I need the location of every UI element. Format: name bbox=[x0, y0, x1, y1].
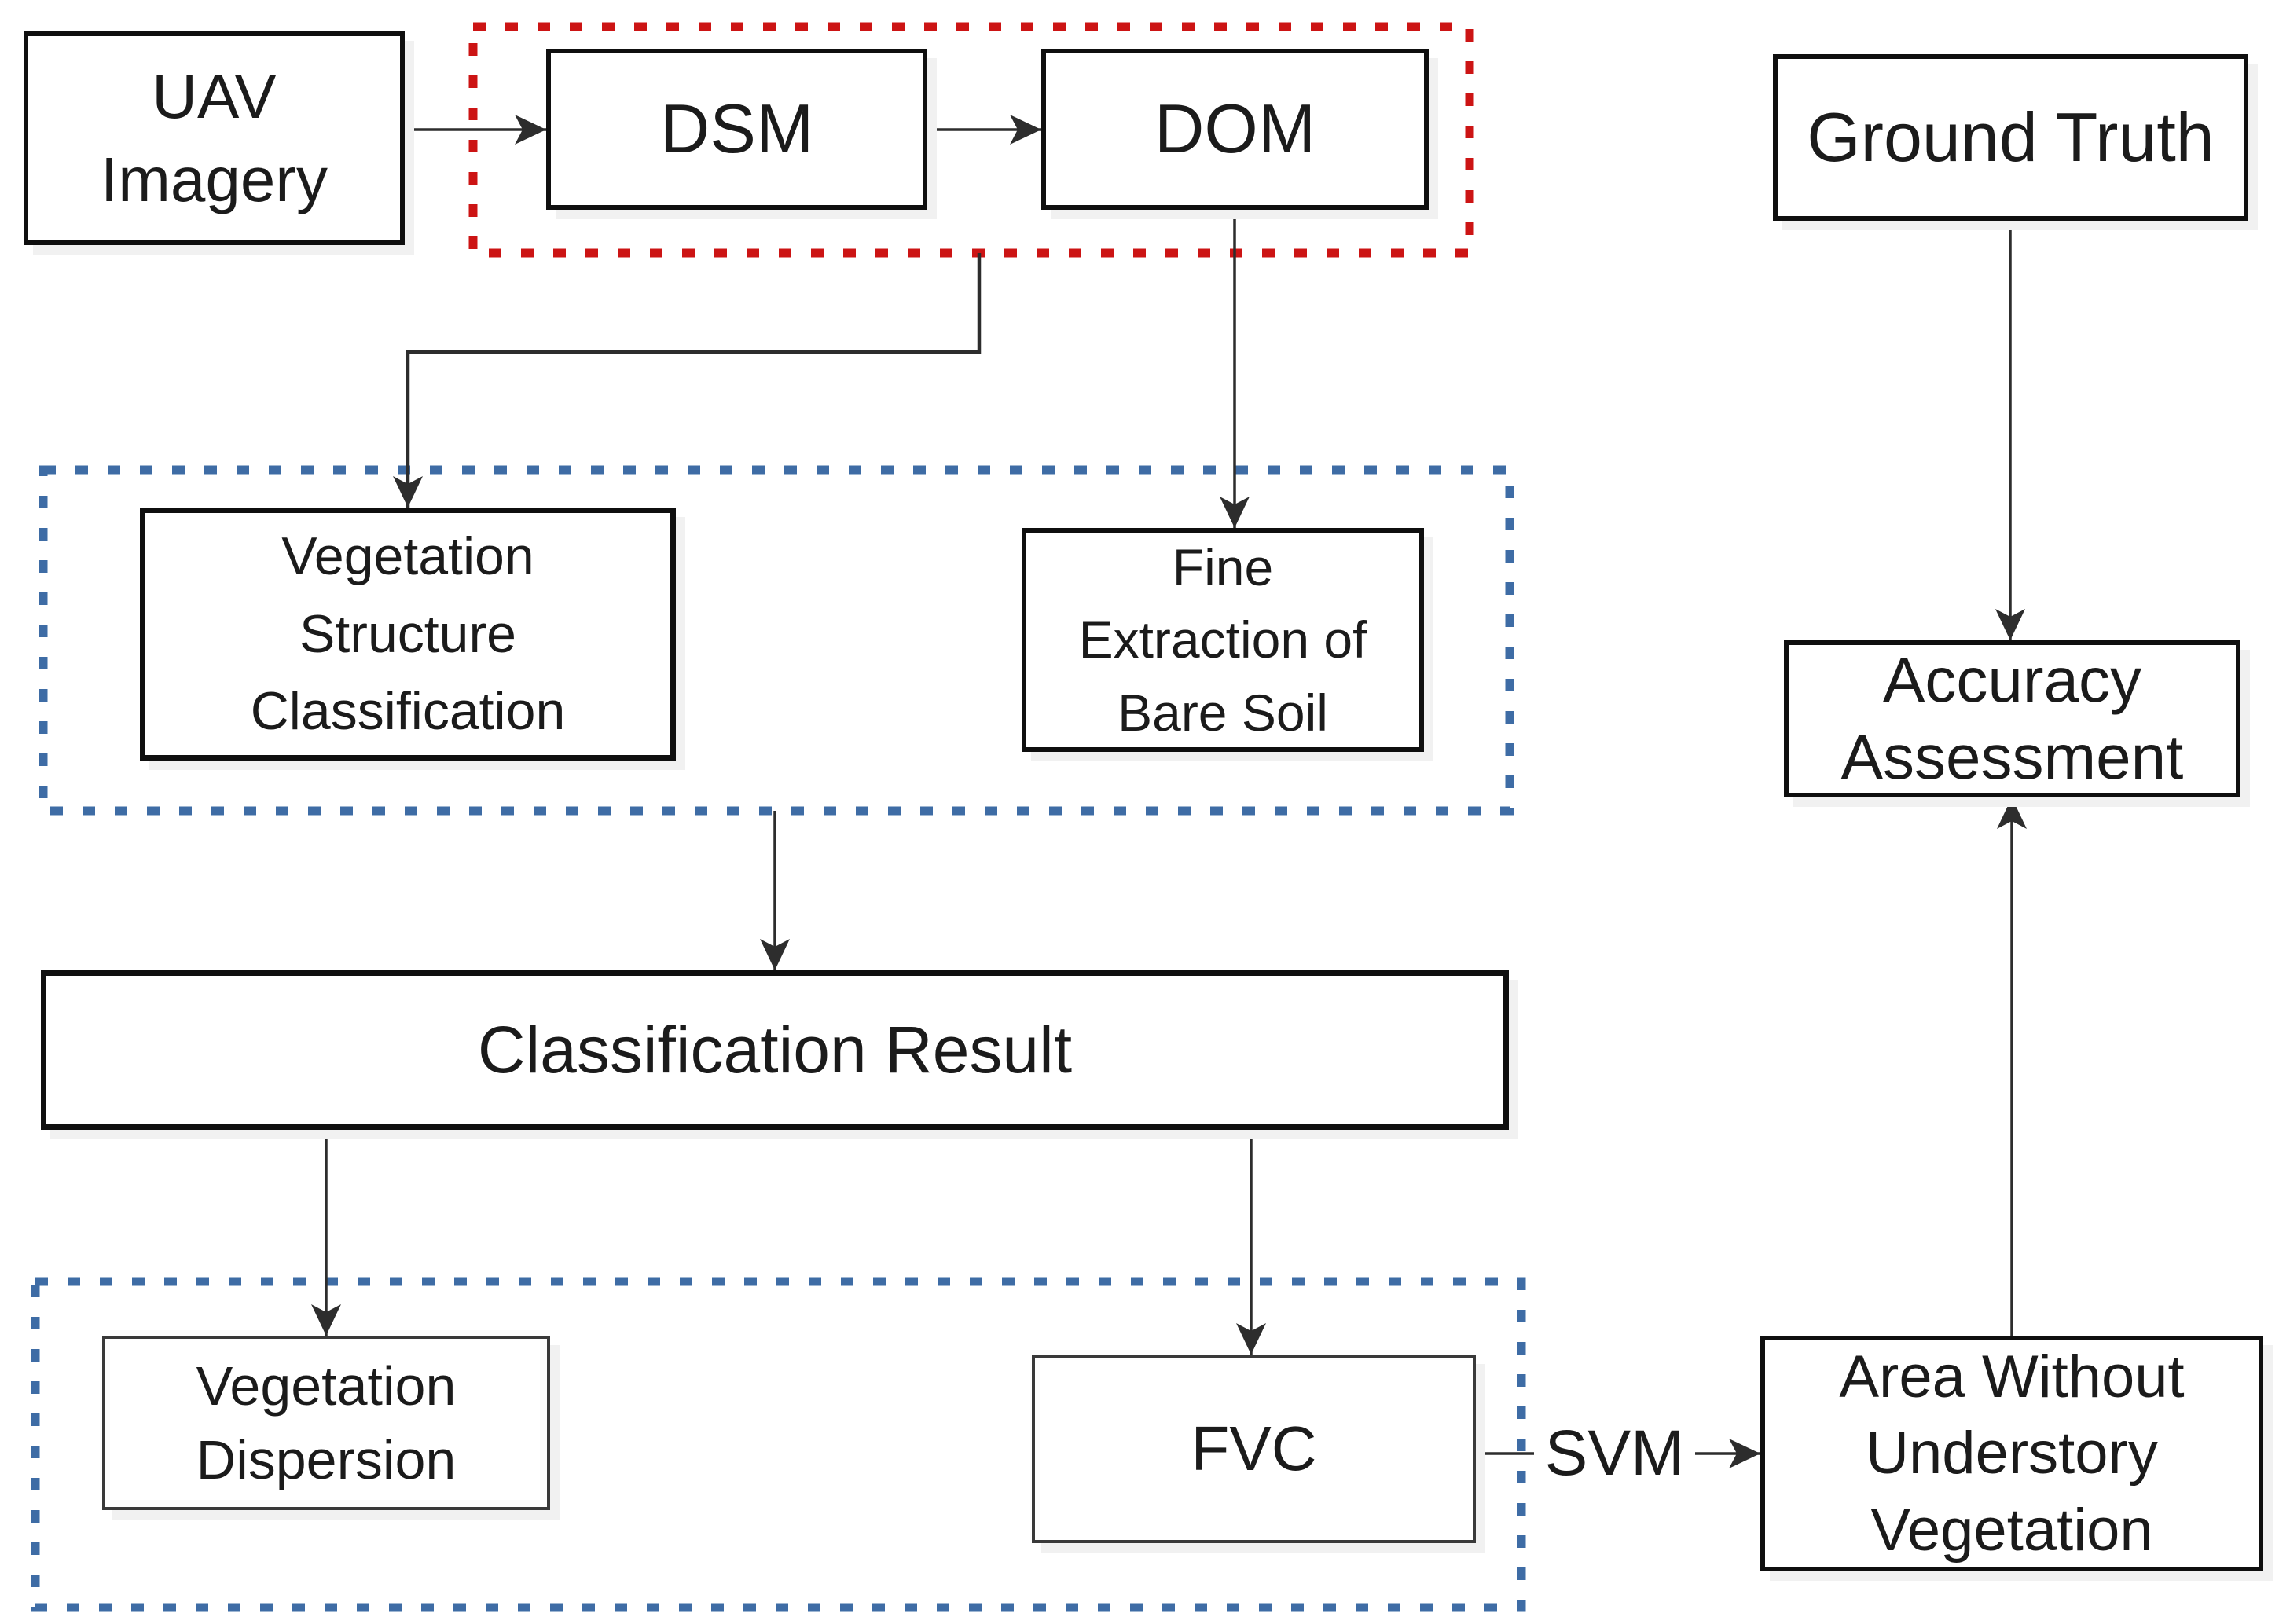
node-label: Area Without Understory Vegetation bbox=[1839, 1344, 2185, 1564]
node-vegetation-structure-classification: Vegetation Structure Classification bbox=[140, 508, 676, 761]
node-label: Vegetation Structure Classification bbox=[250, 526, 566, 742]
svm-edge-label: SVM bbox=[1534, 1402, 1695, 1505]
node-ground-truth: Ground Truth bbox=[1773, 54, 2248, 221]
connector-group-to-vegetation-structure-classification bbox=[393, 253, 982, 508]
node-label: Vegetation Dispersion bbox=[196, 1355, 457, 1491]
node-label: DSM bbox=[659, 90, 814, 168]
node-label: DOM bbox=[1154, 90, 1316, 168]
node-classification-result: Classification Result bbox=[41, 970, 1509, 1130]
red-dashed-group-outline bbox=[468, 22, 1474, 258]
node-dsm: DSM bbox=[546, 49, 927, 210]
node-area-without-understory-vegetation: Area Without Understory Vegetation bbox=[1760, 1336, 2263, 1571]
node-fvc: FVC bbox=[1032, 1355, 1476, 1543]
node-label: Ground Truth bbox=[1807, 97, 2215, 176]
node-fine-extraction-of-bare-soil: Fine Extraction of Bare Soil bbox=[1022, 528, 1424, 752]
node-label: FVC bbox=[1191, 1413, 1317, 1483]
blue-dashed-group-bottom-outline bbox=[31, 1277, 1526, 1612]
node-dom: DOM bbox=[1041, 49, 1429, 210]
node-vegetation-dispersion: Vegetation Dispersion bbox=[102, 1336, 550, 1510]
node-accuracy-assessment: Accuracy Assessment bbox=[1784, 640, 2240, 797]
node-label: Classification Result bbox=[477, 1012, 1073, 1087]
node-label: UAV Imagery bbox=[101, 61, 328, 214]
node-label: Fine Extraction of Bare Soil bbox=[1078, 537, 1367, 742]
node-label: Accuracy Assessment bbox=[1840, 645, 2184, 792]
node-uav-imagery: UAV Imagery bbox=[24, 31, 405, 245]
